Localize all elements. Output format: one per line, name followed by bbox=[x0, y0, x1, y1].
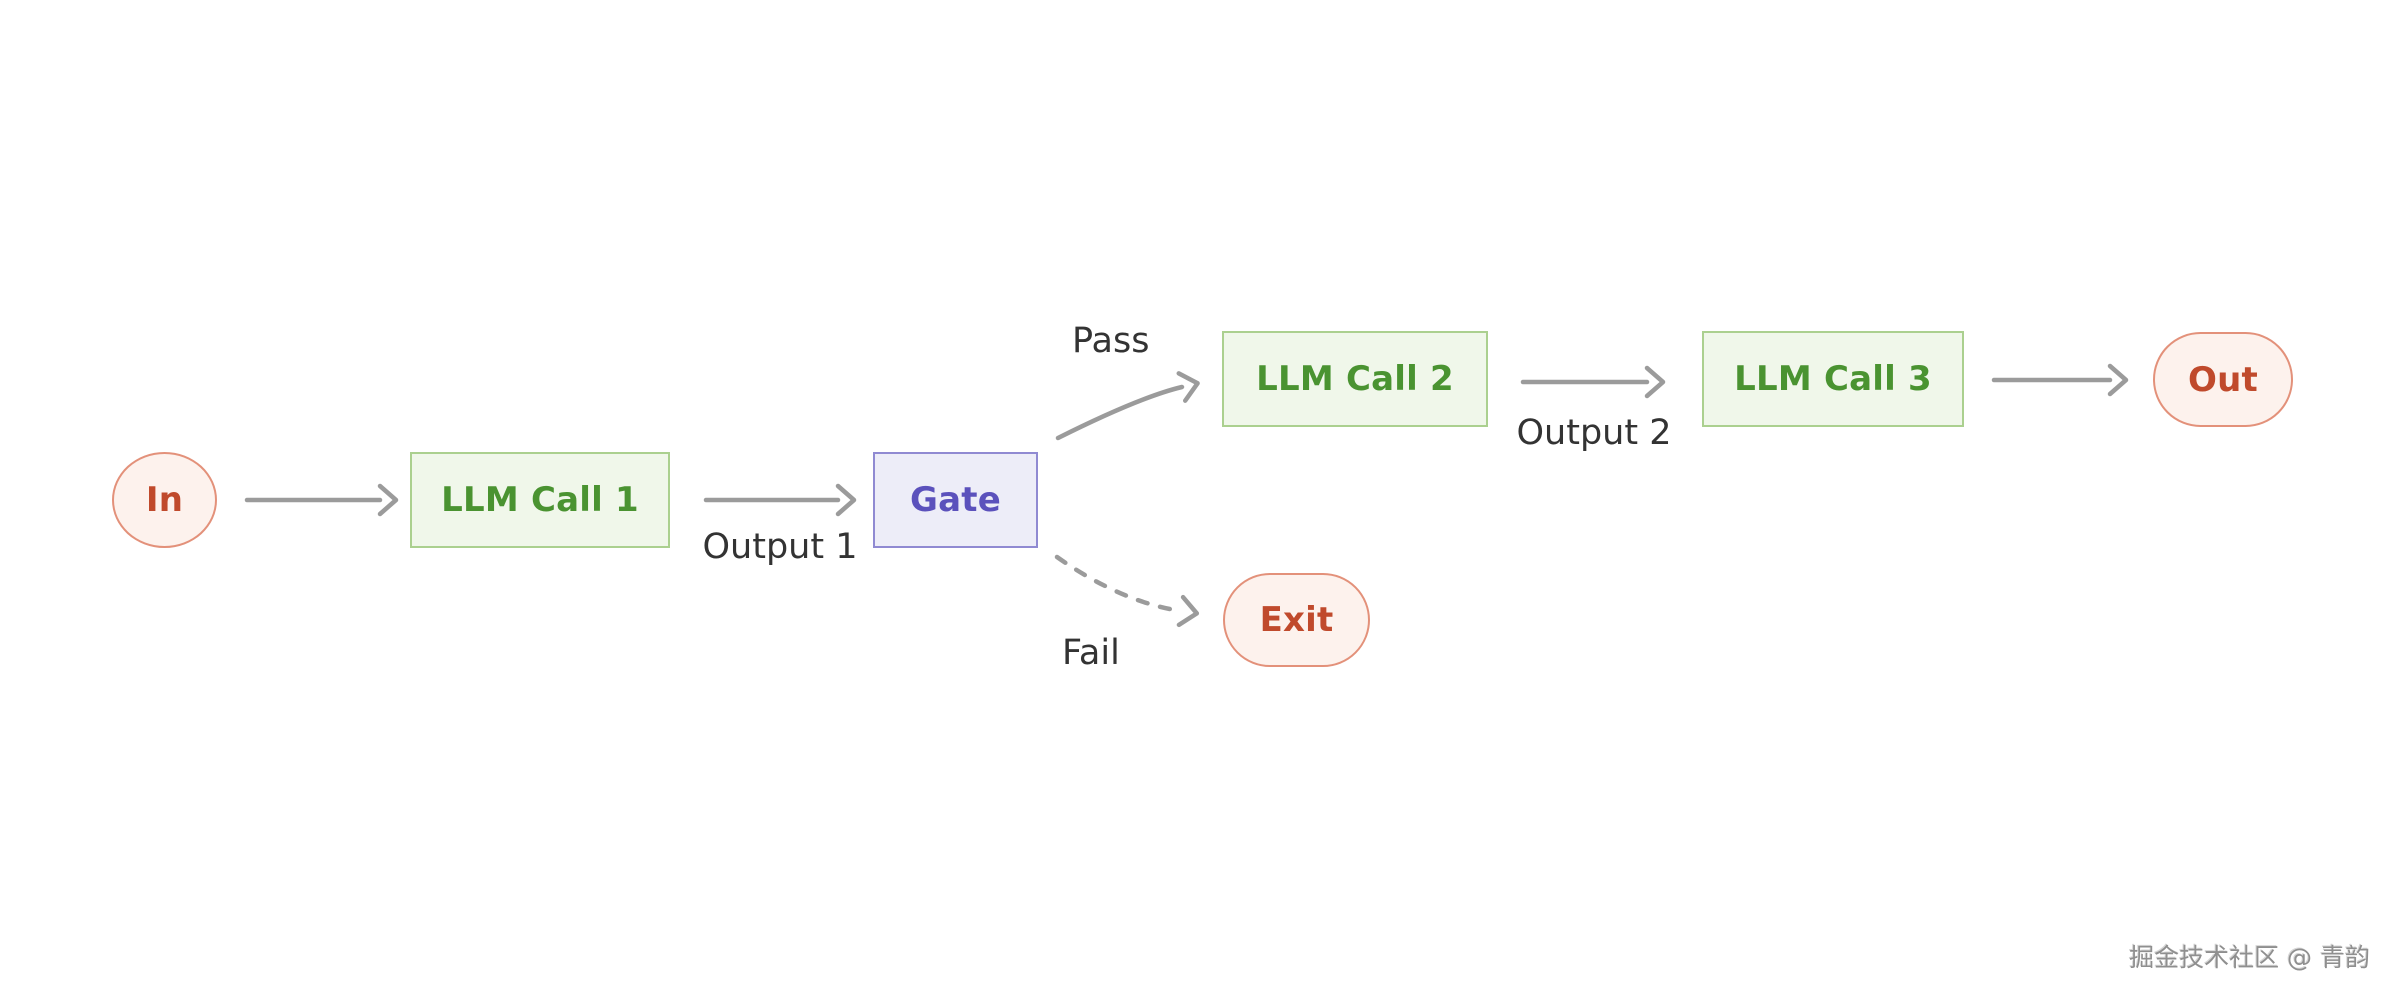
node-llm-call-1-label: LLM Call 1 bbox=[441, 480, 639, 520]
node-llm-call-1: LLM Call 1 bbox=[410, 452, 670, 548]
node-out-label: Out bbox=[2188, 359, 2258, 400]
edge-gate-to-llm-call-2-pass bbox=[1055, 371, 1200, 441]
node-gate: Gate bbox=[873, 452, 1038, 548]
node-out: Out bbox=[2153, 332, 2293, 427]
node-exit-label: Exit bbox=[1259, 600, 1334, 640]
node-in: In bbox=[112, 452, 217, 548]
node-llm-call-3-label: LLM Call 3 bbox=[1734, 359, 1932, 399]
edge-label-fail: Fail bbox=[1062, 633, 1120, 673]
node-llm-call-2-label: LLM Call 2 bbox=[1256, 359, 1454, 399]
edge-gate-to-exit-fail bbox=[1054, 554, 1200, 628]
watermark: 掘金技术社区 @ 青韵 bbox=[2129, 943, 2370, 972]
node-gate-label: Gate bbox=[910, 480, 1001, 520]
node-in-label: In bbox=[145, 480, 184, 520]
edge-label-output-1: Output 1 bbox=[702, 527, 858, 567]
node-exit: Exit bbox=[1223, 573, 1370, 667]
node-llm-call-3: LLM Call 3 bbox=[1702, 331, 1964, 427]
edge-label-output-2: Output 2 bbox=[1516, 413, 1672, 453]
edge-label-pass: Pass bbox=[1072, 321, 1150, 361]
node-llm-call-2: LLM Call 2 bbox=[1222, 331, 1488, 427]
